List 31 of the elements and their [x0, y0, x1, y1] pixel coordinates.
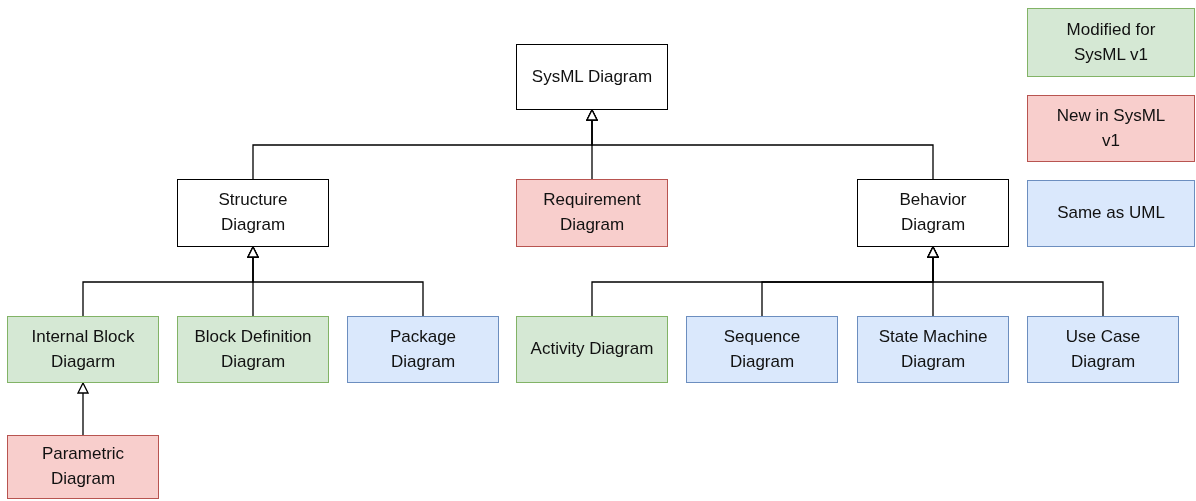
diagram-box	[516, 179, 668, 247]
box-label: Sequence Diagram	[722, 325, 802, 373]
box-label: Activity Diagram	[530, 338, 654, 361]
legend-label: Same as UML	[1057, 202, 1165, 225]
diagram-box	[1027, 316, 1179, 383]
diagram-box	[177, 179, 329, 247]
inheritance-arrow	[77, 382, 89, 436]
box-label: Use Case Diagram	[1064, 325, 1142, 373]
diagram-box	[347, 316, 499, 383]
inheritance-arrow	[586, 109, 934, 180]
diagram-box	[516, 44, 668, 110]
diagram-box	[857, 316, 1009, 383]
diagram-box	[857, 179, 1009, 247]
box-label: Package Diagram	[388, 325, 458, 373]
box-label: Structure Diagram	[217, 189, 289, 236]
diagram-box	[7, 435, 159, 499]
box-label: Internal Block Diagarm	[30, 325, 136, 373]
box-label: Block Definition Diagram	[193, 325, 313, 373]
diagram-box	[7, 316, 159, 383]
inheritance-arrow	[927, 246, 1104, 317]
diagram-box	[177, 316, 329, 383]
legend-label: New in SysML v1	[1055, 104, 1167, 152]
box-label: SysML Diagram	[531, 65, 653, 88]
box-label: State Machine Diagram	[877, 325, 989, 373]
box-label: Behavior Diagram	[898, 189, 968, 236]
diagram-box	[686, 316, 838, 383]
box-label: Parametric Diagram	[40, 443, 126, 490]
box-label: Requirement Diagram	[542, 189, 642, 236]
diagram-box	[516, 316, 668, 383]
legend-label: Modified for SysML v1	[1065, 18, 1157, 66]
inheritance-arrow	[247, 246, 424, 317]
